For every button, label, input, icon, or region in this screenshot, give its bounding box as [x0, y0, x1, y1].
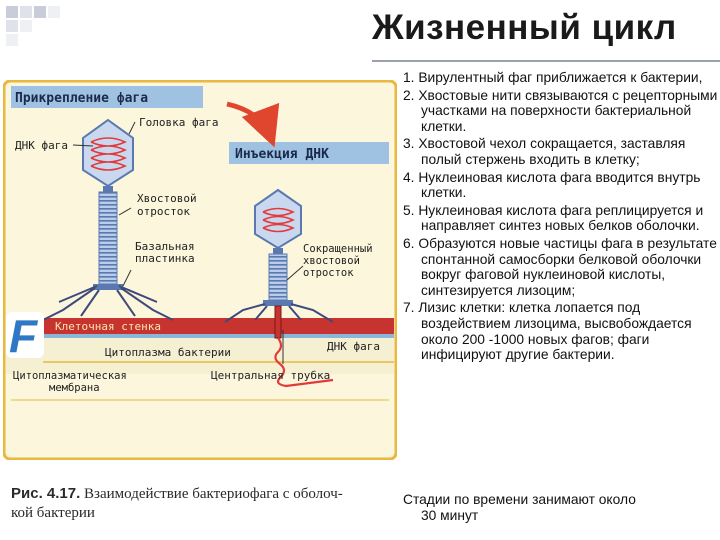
label-contracted-2: хвостовой [303, 255, 360, 267]
phage1-dna [90, 137, 127, 171]
central-tube [274, 305, 282, 339]
label-dna-phage: ДНК фага [15, 139, 68, 152]
caption-fig-number: Рис. 4.17. [11, 485, 81, 502]
corner-decoration [6, 6, 60, 46]
label-contracted-1: Сокращенный [303, 243, 373, 255]
label-injection: Инъекция ДНК [235, 147, 329, 162]
phage1-tail [98, 191, 118, 285]
label-head: Головка фага [139, 116, 218, 129]
label-membrane-2: мембрана [49, 382, 100, 394]
step-item: 1. Вирулентный фаг приближается к бактер… [403, 70, 703, 85]
phage2-tail [268, 253, 288, 301]
title-divider [372, 60, 720, 62]
f-badge [6, 312, 44, 358]
duration-line-1: Стадии по времени занимают около [403, 492, 636, 507]
attachment-box [11, 86, 203, 108]
label-attachment: Прикрепление фага [15, 91, 148, 106]
label-dna-phage-2: ДНК фага [327, 340, 380, 353]
phage-diagram: Прикрепление фага Головка фага ДНК фага … [3, 80, 397, 460]
step-item: 4. Нуклеиновая кислота фага вводится вну… [403, 169, 701, 201]
step-item: 3. Хвостовой чехол сокращается, заставля… [403, 136, 686, 167]
phage1-fibers [42, 285, 174, 321]
phage1-basal-plate [93, 284, 123, 290]
injection-box [229, 142, 389, 164]
figure-caption: Рис. 4.17. Взаимодействие бактериофага с… [11, 484, 389, 523]
duration-line-2: 30 минут [421, 507, 479, 523]
phage2-dna [262, 207, 295, 233]
slide-title: Жизненный цикл [372, 8, 677, 47]
cell-wall-band [43, 318, 394, 334]
membrane-line [43, 334, 394, 338]
duration-note: Стадии по времени занимают около 30 мину… [403, 492, 719, 523]
label-contracted-3: отросток [303, 267, 354, 279]
injected-dna [274, 337, 334, 388]
step-item: 5. Нуклеиновая кислота фага реплицируетс… [403, 202, 704, 234]
label-basal-2: пластинка [135, 252, 195, 265]
f-badge-letter: F [9, 310, 39, 362]
label-cell-wall: Клеточная стенка [55, 320, 161, 333]
label-central-tube: Центральная трубка [211, 369, 330, 382]
process-arrow [226, 101, 280, 148]
label-cytoplasm: Цитоплазма бактерии [105, 346, 231, 359]
step-item: 2. Хвостовые нити связываются с рецептор… [403, 87, 718, 134]
step-item: 7. Лизис клетки: клетка лопается под воз… [403, 300, 692, 363]
figure-panel: Прикрепление фага Головка фага ДНК фага … [3, 80, 397, 521]
cytoplasm-region [6, 334, 394, 374]
label-basal-1: Базальная [135, 240, 195, 253]
label-tail-1: Хвостовой [137, 192, 197, 205]
caption-line-2: кой бактерии [11, 505, 95, 521]
step-item: 6. Образуются новые частицы фага в резул… [403, 235, 717, 298]
caption-line-1: Взаимодействие бактериофага с оболоч- [84, 486, 343, 502]
label-membrane-1: Цитоплазматическая [13, 370, 127, 382]
label-tail-2: отросток [137, 205, 190, 218]
lifecycle-steps: 1. Вирулентный фаг приближается к бактер… [403, 70, 719, 365]
phage2-fibers [224, 303, 334, 323]
